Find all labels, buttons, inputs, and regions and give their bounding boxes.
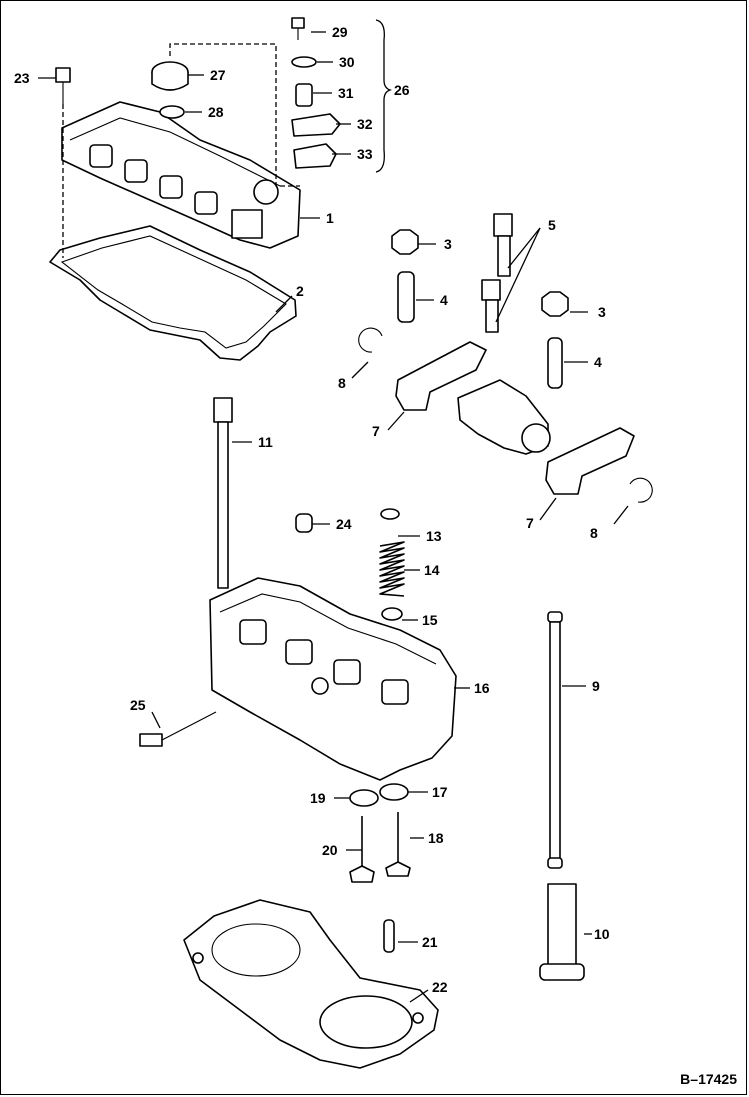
rocker-arm-right bbox=[545, 427, 635, 495]
rocker-arm-left bbox=[395, 341, 487, 411]
temperature-sender bbox=[139, 711, 217, 747]
callout-21: 21 bbox=[422, 934, 438, 950]
callout-5: 5 bbox=[548, 217, 556, 233]
callout-22: 22 bbox=[432, 979, 448, 995]
cylinder-head bbox=[209, 577, 457, 781]
callout-33: 33 bbox=[357, 146, 373, 162]
valve-spring-seat bbox=[381, 607, 403, 621]
callout-3-lower: 3 bbox=[598, 304, 606, 320]
valve-keepers bbox=[380, 508, 400, 520]
callout-32: 32 bbox=[357, 116, 373, 132]
valve-cover-gasket bbox=[49, 225, 297, 361]
head-bolt bbox=[213, 397, 233, 589]
callout-16: 16 bbox=[474, 680, 490, 696]
callout-7-left: 7 bbox=[372, 423, 380, 439]
callout-3-upper: 3 bbox=[444, 236, 452, 252]
cover-bolt bbox=[55, 67, 71, 258]
callout-30: 30 bbox=[339, 54, 355, 70]
nut-right bbox=[541, 291, 569, 317]
figure-number: B–17425 bbox=[680, 1071, 737, 1087]
leader-lines bbox=[38, 19, 629, 1003]
callout-11: 11 bbox=[258, 434, 273, 450]
retaining-clip-left bbox=[358, 327, 383, 353]
breather-plate-lower bbox=[293, 143, 337, 169]
intake-valve bbox=[349, 816, 375, 883]
push-rod bbox=[547, 611, 563, 869]
callout-18: 18 bbox=[428, 830, 444, 846]
dowel-pin bbox=[383, 919, 395, 953]
callout-17: 17 bbox=[432, 784, 448, 800]
callout-28: 28 bbox=[208, 104, 224, 120]
valve-spring bbox=[379, 541, 405, 597]
callout-4-upper: 4 bbox=[440, 292, 448, 308]
breather-washer bbox=[291, 56, 317, 68]
breather-bolt bbox=[291, 17, 305, 40]
callout-26: 26 bbox=[394, 82, 410, 98]
callout-25: 25 bbox=[130, 697, 146, 713]
callout-27: 27 bbox=[210, 67, 226, 83]
nut-left bbox=[391, 229, 419, 255]
head-gasket bbox=[183, 899, 439, 1069]
callout-2: 2 bbox=[296, 283, 304, 299]
valve-seal-left bbox=[349, 789, 379, 807]
rocker-bolt-lower bbox=[481, 279, 501, 333]
breather-plate-upper bbox=[291, 113, 341, 137]
stud-left bbox=[397, 271, 415, 323]
callout-20: 20 bbox=[322, 842, 338, 858]
exhaust-valve bbox=[385, 812, 411, 877]
retaining-clip-right bbox=[629, 477, 653, 503]
callout-4-lower: 4 bbox=[594, 354, 602, 370]
callout-23: 23 bbox=[14, 70, 30, 86]
oil-filler-cap bbox=[151, 61, 189, 91]
callout-8-left: 8 bbox=[338, 375, 346, 391]
valve-seal-right bbox=[379, 783, 409, 801]
callout-1: 1 bbox=[326, 210, 334, 226]
cam-follower bbox=[539, 883, 585, 981]
callout-19: 19 bbox=[310, 790, 326, 806]
valve-cap bbox=[295, 513, 313, 533]
callout-24: 24 bbox=[336, 516, 352, 532]
callout-31: 31 bbox=[338, 85, 354, 101]
stud-right bbox=[547, 337, 563, 389]
breather-spacer bbox=[295, 83, 313, 107]
callout-14: 14 bbox=[424, 562, 440, 578]
callout-labels: 29 30 31 32 33 26 27 28 23 1 2 3 4 3 4 5… bbox=[14, 24, 610, 995]
callout-15: 15 bbox=[422, 612, 438, 628]
valve-cover bbox=[61, 101, 301, 249]
rocker-bolt-upper bbox=[493, 213, 513, 277]
callout-10: 10 bbox=[594, 926, 610, 942]
oil-cap-o-ring bbox=[159, 105, 185, 119]
callout-13: 13 bbox=[426, 528, 442, 544]
callout-9: 9 bbox=[592, 678, 600, 694]
callout-7-right: 7 bbox=[526, 515, 534, 531]
callout-29: 29 bbox=[332, 24, 348, 40]
callout-8-right: 8 bbox=[590, 525, 598, 541]
